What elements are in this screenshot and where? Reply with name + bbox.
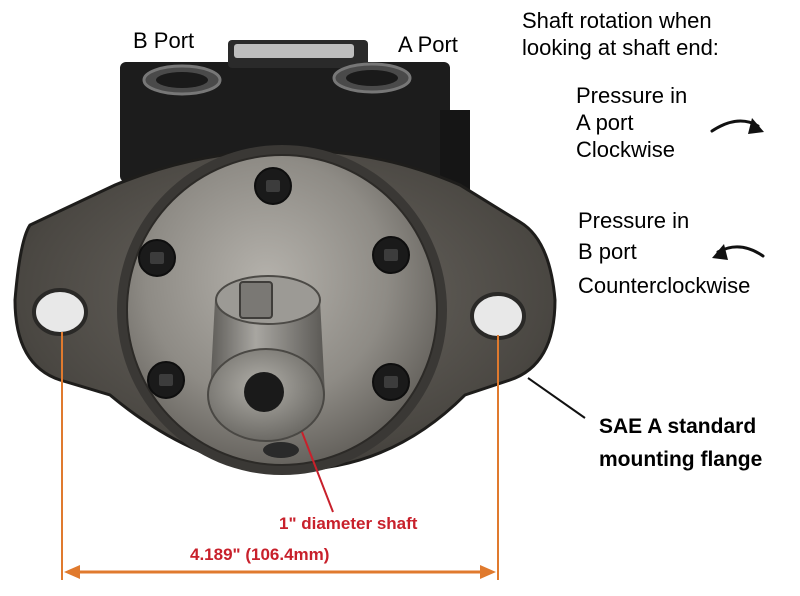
flange-label-line2: mounting flange [599, 448, 763, 471]
face-bolts [138, 167, 410, 401]
shaft-diameter-label: 1" diameter shaft [279, 514, 418, 533]
motor-shaft [207, 275, 325, 458]
width-dimension-label: 4.189" (106.4mm) [190, 545, 330, 564]
shaft-leader-line [301, 431, 334, 513]
a-port-label: A Port [398, 32, 458, 57]
b-port-label: B Port [133, 28, 195, 53]
flange-leader-line [527, 377, 586, 419]
rotation-heading-line1: Shaft rotation when [522, 8, 712, 33]
rotation-a-line2: A port [576, 110, 634, 135]
flange-label-line1: SAE A standard [599, 415, 757, 438]
rotation-b-line1: Pressure in [578, 208, 690, 233]
rotation-a-line1: Pressure in [576, 83, 688, 108]
counterclockwise-arrow-icon [712, 244, 765, 260]
rotation-heading-line2: looking at shaft end: [522, 35, 719, 60]
rotation-b-line2: B port [578, 239, 637, 264]
motor-port-block [120, 40, 470, 190]
clockwise-arrow-icon [710, 118, 764, 134]
rotation-a-line3: Clockwise [576, 137, 676, 162]
rotation-b-line3: Counterclockwise [578, 273, 751, 298]
width-dimension-line [61, 332, 499, 580]
